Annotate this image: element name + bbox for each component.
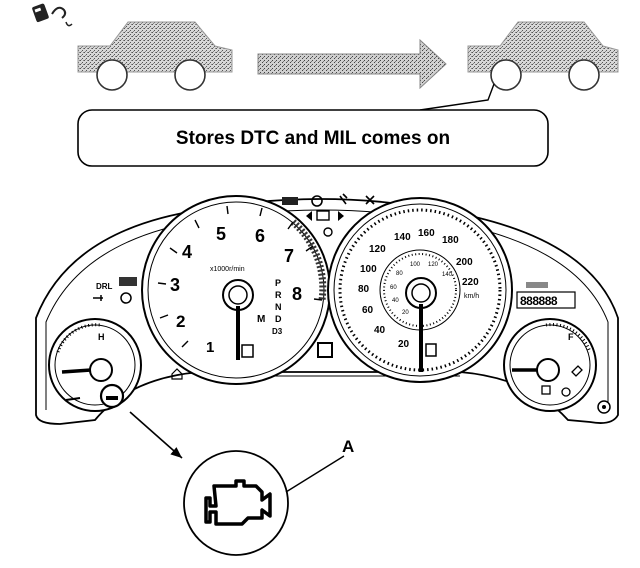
- brake-lamp-icon: [282, 197, 298, 205]
- airbag-lamp-icon: [365, 195, 375, 205]
- door-lamp-icon: [541, 385, 551, 395]
- mil-callout: A: [183, 437, 354, 556]
- caption-text: Stores DTC and MIL comes on: [176, 128, 450, 149]
- speedometer: 20 40 60 80 100 120 140 160 180 200 220 …: [327, 197, 513, 383]
- tach-number-2: 2: [176, 312, 185, 331]
- speed-outer-100: 100: [360, 264, 377, 275]
- speed-outer-220: 220: [462, 277, 479, 288]
- tach-number-7: 7: [284, 246, 294, 266]
- check-engine-icon: [204, 479, 272, 526]
- tachometer: 1 2 3 4 5 6 7 8 x1000r/min P R N D D3 M: [141, 195, 331, 385]
- fuel-gauge: F: [503, 318, 611, 414]
- speed-outer-60: 60: [362, 305, 374, 316]
- speed-inner-20: 20: [402, 310, 409, 316]
- fuel-full-label: F: [568, 332, 574, 342]
- ignition-key-icon: [32, 3, 73, 27]
- right-turn-icon: [338, 211, 344, 221]
- callout-leader-line: [285, 455, 345, 493]
- car-before-icon: [77, 21, 233, 91]
- key-lamp-icon: [93, 295, 103, 301]
- tach-unit: x1000r/min: [210, 266, 245, 273]
- speed-inner-60: 60: [390, 285, 397, 291]
- oil-lamp-icon: [323, 227, 333, 237]
- speed-outer-200: 200: [456, 257, 473, 268]
- zoom-arrow: [129, 411, 183, 459]
- maint-lamp-icon: [561, 387, 571, 397]
- gear-r: R: [275, 290, 282, 300]
- speed-inner-120: 120: [428, 262, 439, 268]
- drl-label: DRL: [96, 282, 113, 291]
- caption-box: Stores DTC and MIL comes on: [77, 109, 549, 167]
- temp-hot-label: H: [98, 332, 105, 342]
- tach-number-8: 8: [292, 284, 302, 304]
- left-turn-icon: [306, 211, 312, 221]
- seatbelt-lamp-icon: [339, 193, 348, 205]
- mode-m: M: [257, 314, 265, 325]
- speed-outer-180: 180: [442, 235, 459, 246]
- speed-inner-80: 80: [396, 271, 403, 277]
- tach-number-3: 3: [170, 275, 180, 295]
- caption-leader-line: [419, 83, 495, 111]
- headlight-lamp-icon: [316, 210, 330, 221]
- gear-d3: D3: [272, 327, 283, 336]
- night-lamp-icon: [119, 277, 137, 286]
- speed-outer-120: 120: [369, 244, 386, 255]
- speed-outer-40: 40: [374, 325, 386, 336]
- top-indicator-lamps: [282, 193, 375, 237]
- check-display-icon: [317, 342, 333, 358]
- gear-p: P: [275, 278, 281, 288]
- speed-outer-160: 160: [418, 228, 435, 239]
- odometer-display: 888888: [516, 282, 576, 309]
- tachometer-ticks: [157, 205, 323, 348]
- speed-inner-100: 100: [410, 262, 421, 268]
- temperature-gauge: H: [48, 318, 142, 412]
- tach-number-5: 5: [216, 224, 226, 244]
- abs-lamp-icon: [311, 195, 323, 207]
- home-icon: [171, 368, 183, 380]
- speed-outer-20: 20: [398, 339, 410, 350]
- right-arrow-icon: [257, 38, 447, 90]
- speed-unit: km/h: [464, 293, 479, 300]
- gear-d: D: [275, 314, 282, 324]
- callout-label: A: [342, 437, 354, 456]
- speed-outer-140: 140: [394, 232, 411, 243]
- fuel-pump-icon: [571, 365, 583, 377]
- odometer-digits: 888888: [520, 294, 558, 308]
- gear-n: N: [275, 302, 282, 312]
- speed-outer-80: 80: [358, 284, 370, 295]
- tach-number-1: 1: [206, 339, 214, 356]
- tach-number-6: 6: [255, 226, 265, 246]
- traction-lamp-icon: [120, 292, 132, 304]
- left-indicators: DRL: [93, 277, 333, 380]
- speed-inner-40: 40: [392, 298, 399, 304]
- car-after-icon: [467, 21, 619, 91]
- tach-number-4: 4: [182, 242, 192, 262]
- speed-inner-140: 140: [442, 272, 453, 278]
